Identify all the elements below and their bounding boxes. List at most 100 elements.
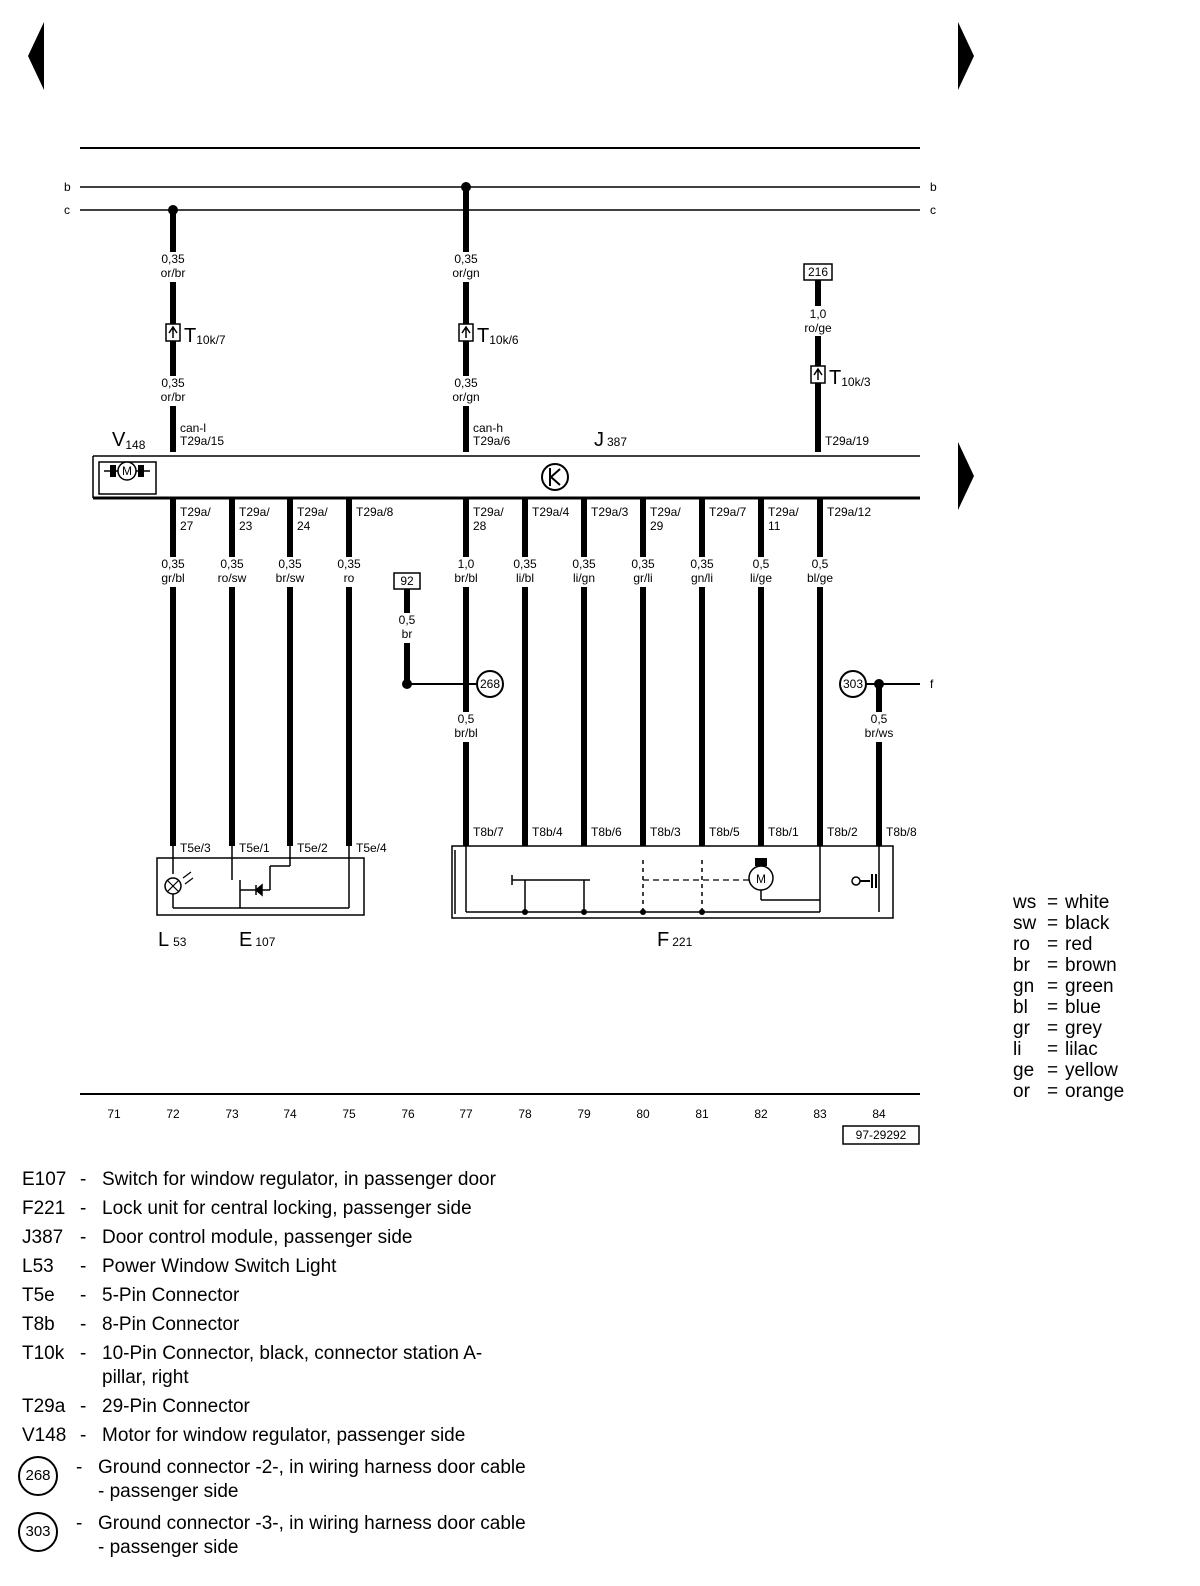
- lock-unit-box: [451, 845, 894, 919]
- svg-text:0,5: 0,5: [753, 557, 770, 571]
- svg-text:78: 78: [518, 1107, 532, 1121]
- control-unit-icon: [541, 463, 569, 491]
- svg-text:71: 71: [107, 1107, 121, 1121]
- lock-switch-icon: [511, 875, 590, 912]
- svg-text:28: 28: [473, 519, 487, 533]
- svg-text:ro/sw: ro/sw: [218, 571, 247, 585]
- wire-size: 0,35: [454, 252, 478, 266]
- ground-connector-303-label: 303: [843, 677, 863, 691]
- svg-text:T8b/3: T8b/3: [650, 825, 681, 839]
- junction-dot: [461, 182, 471, 192]
- key-row: J387-Door control module, passenger side: [22, 1227, 413, 1248]
- svg-text:27: 27: [180, 519, 194, 533]
- key-row: T8b-8-Pin Connector: [22, 1314, 240, 1335]
- reference-box: 92: [400, 574, 414, 588]
- wire-size: 0,5: [871, 712, 888, 726]
- key-row: L53-Power Window Switch Light: [22, 1256, 337, 1277]
- svg-text:bl/ge: bl/ge: [807, 571, 833, 585]
- wire-color: or/br: [161, 266, 186, 280]
- window-switch-icon: [239, 880, 263, 900]
- svg-text:0,35: 0,35: [337, 557, 361, 571]
- svg-text:T29a/: T29a/: [297, 505, 328, 519]
- lock-motor-label: M: [756, 872, 766, 886]
- connector-label: T10k/7: [184, 325, 226, 347]
- wire-color: or/gn: [452, 266, 479, 280]
- svg-text:T5e/1: T5e/1: [239, 841, 270, 855]
- svg-text:T29a/7: T29a/7: [709, 505, 747, 519]
- wire-color: ro/ge: [804, 321, 832, 335]
- svg-text:T8b/5: T8b/5: [709, 825, 740, 839]
- junction-dot: [168, 205, 178, 215]
- svg-text:83: 83: [813, 1107, 827, 1121]
- ground-circle-icon: 303: [18, 1512, 58, 1552]
- signal-label: can-h: [473, 421, 503, 435]
- wire-size: 0,35: [161, 252, 185, 266]
- legend-row: sw=black: [1013, 913, 1110, 934]
- svg-text:T29a/: T29a/: [768, 505, 799, 519]
- connector-label: T10k/3: [829, 367, 871, 389]
- connector-icon: [461, 325, 471, 338]
- svg-text:75: 75: [342, 1107, 356, 1121]
- wiring-diagram: b c b c 0,35 or/br T10k/7 0,35 or/br can…: [28, 22, 974, 1145]
- svg-text:gn/li: gn/li: [691, 571, 713, 585]
- component-key: E107-Switch for window regulator, in pas…: [18, 1168, 662, 1560]
- prev-page-arrow-icon[interactable]: [28, 22, 44, 90]
- legend-row: br=brown: [1013, 955, 1117, 976]
- bus-label-c-left: c: [64, 203, 70, 217]
- next-page-arrow-icon[interactable]: [958, 442, 974, 510]
- svg-text:0,35: 0,35: [278, 557, 302, 571]
- svg-text:79: 79: [577, 1107, 591, 1121]
- ground-key-row: 303 - Ground connector -3-, in wiring ha…: [18, 1512, 662, 1560]
- lower-pin-labels: T29a/27 T29a/23 T29a/24 T29a/8 T29a/28 T…: [177, 503, 880, 535]
- svg-text:76: 76: [401, 1107, 415, 1121]
- svg-text:24: 24: [297, 519, 311, 533]
- wire-color: br: [402, 627, 413, 641]
- legend-row: bl=blue: [1013, 997, 1101, 1018]
- svg-text:T8b/8: T8b/8: [886, 825, 917, 839]
- wire-color: or/gn: [452, 390, 479, 404]
- legend-row: ro=red: [1013, 934, 1093, 955]
- grid-numbers: 71 72 73 74 75 76 77 78 79 80 81 82 83 8…: [107, 1107, 886, 1121]
- bus-label-b-left: b: [64, 180, 71, 194]
- svg-text:T8b/2: T8b/2: [827, 825, 858, 839]
- svg-text:T8b/4: T8b/4: [532, 825, 563, 839]
- svg-text:0,5: 0,5: [812, 557, 829, 571]
- wire-size: 0,5: [458, 712, 475, 726]
- next-page-arrow-icon[interactable]: [958, 22, 974, 90]
- motor-icon: [117, 461, 137, 481]
- svg-text:li/ge: li/ge: [750, 571, 772, 585]
- svg-text:81: 81: [695, 1107, 709, 1121]
- wire-size: 0,35: [454, 376, 478, 390]
- ground-circle-icon: 268: [18, 1456, 58, 1496]
- signal-label: can-l: [180, 421, 206, 435]
- svg-text:T29a/: T29a/: [239, 505, 270, 519]
- svg-text:T29a/: T29a/: [650, 505, 681, 519]
- color-legend: ws=white sw=black ro=red br=brown gn=gre…: [1013, 892, 1124, 1102]
- svg-text:gr/bl: gr/bl: [161, 571, 184, 585]
- wire-size: 0,35: [161, 376, 185, 390]
- ground-connector-268-label: 268: [480, 677, 500, 691]
- wire-color: br/ws: [865, 726, 894, 740]
- wire-size: 1,0: [810, 307, 827, 321]
- svg-text:T29a/12: T29a/12: [827, 505, 871, 519]
- wire-color: or/br: [161, 390, 186, 404]
- svg-text:77: 77: [459, 1107, 473, 1121]
- svg-text:11: 11: [768, 519, 781, 533]
- legend-row: gr=grey: [1013, 1018, 1102, 1039]
- svg-text:82: 82: [754, 1107, 768, 1121]
- svg-text:80: 80: [636, 1107, 650, 1121]
- wire-size: 0,5: [399, 613, 416, 627]
- ground-key-row: 268 - Ground connector -2-, in wiring ha…: [18, 1456, 662, 1504]
- svg-text:T29a/3: T29a/3: [591, 505, 629, 519]
- svg-text:br/bl: br/bl: [454, 571, 477, 585]
- legend-row: or=orange: [1013, 1081, 1125, 1102]
- pin-label: T29a/6: [473, 434, 511, 448]
- svg-text:84: 84: [872, 1107, 886, 1121]
- svg-text:li/bl: li/bl: [516, 571, 534, 585]
- motor-label: M: [122, 464, 132, 478]
- svg-text:0,35: 0,35: [690, 557, 714, 571]
